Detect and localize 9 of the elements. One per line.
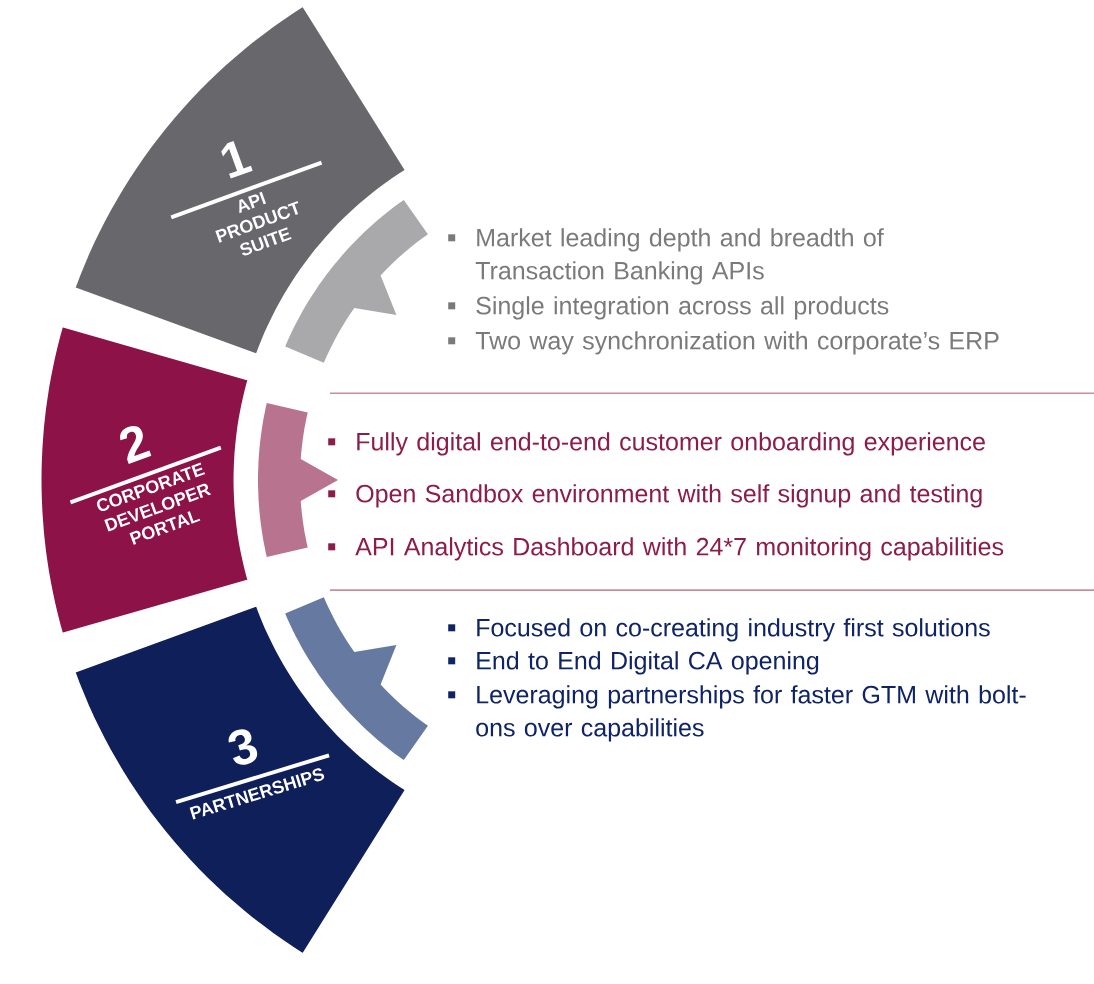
bullet-item: Two way synchronization with corporate’s ERP <box>448 331 999 355</box>
bullet-item: Market leading depth and breadth of Transaction Banking APIs <box>448 228 884 285</box>
bullet-item: End to End Digital CA opening <box>448 651 819 675</box>
bullet-item: Fully digital end-to-end customer onboarding experience <box>328 432 985 456</box>
bullet-item: Focused on co-creating industry first solutions <box>448 618 990 642</box>
bullet-item: API Analytics Dashboard with 24*7 monitoring capabilities <box>328 537 1004 561</box>
bullet-item: Leveraging partnerships for faster GTM with bolt-ons over capabilities <box>448 685 1026 742</box>
bullet-item: Single integration across all products <box>448 296 889 320</box>
bullet-item: Open Sandbox environment with self signup and testing <box>328 484 982 508</box>
